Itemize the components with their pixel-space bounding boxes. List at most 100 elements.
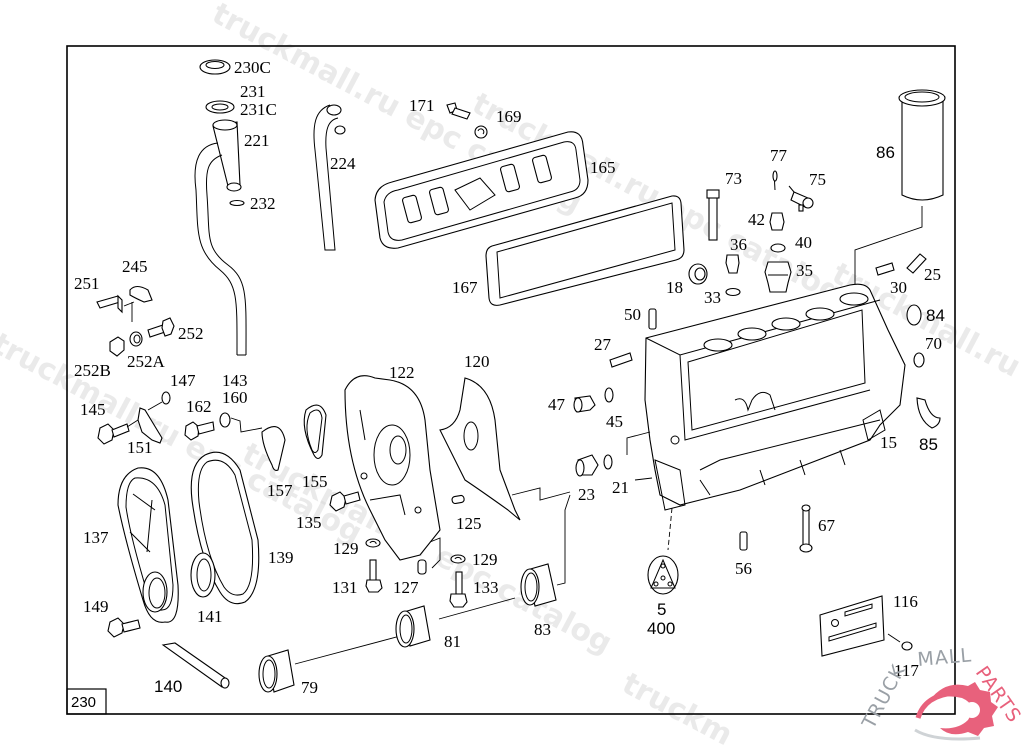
callout-231[interactable]: 231 <box>240 82 266 101</box>
part-18-grommet[interactable] <box>688 263 708 285</box>
callout-231C[interactable]: 231C <box>240 100 277 119</box>
callout-81[interactable]: 81 <box>444 632 461 651</box>
callout-25[interactable]: 25 <box>924 265 941 284</box>
callout-15[interactable]: 15 <box>880 433 897 452</box>
part-23-plug[interactable] <box>575 454 599 477</box>
callout-245[interactable]: 245 <box>122 257 148 276</box>
part-21-oring[interactable] <box>603 454 613 470</box>
part-42-plug[interactable] <box>769 212 785 231</box>
callout-83[interactable]: 83 <box>534 620 551 639</box>
part-40-washer[interactable] <box>770 243 786 253</box>
callout-85[interactable]: 85 <box>919 435 938 454</box>
callout-125[interactable]: 125 <box>456 514 482 533</box>
part-85-seal[interactable] <box>916 397 941 429</box>
part-145-bolt[interactable] <box>97 419 139 445</box>
part-252A-washer[interactable] <box>129 331 143 347</box>
part-169-washer[interactable] <box>474 125 488 139</box>
part-151-bracket[interactable] <box>137 407 163 444</box>
callout-252B[interactable]: 252B <box>74 361 111 380</box>
callout-251[interactable]: 251 <box>74 274 100 293</box>
callout-50[interactable]: 50 <box>624 305 641 324</box>
callout-157[interactable]: 157 <box>267 481 293 500</box>
part-75-fitting[interactable] <box>788 185 814 212</box>
part-171-bolt[interactable] <box>446 102 471 120</box>
callout-167[interactable]: 167 <box>452 278 478 297</box>
callout-45[interactable]: 45 <box>606 412 623 431</box>
part-25-pin[interactable] <box>906 253 927 274</box>
callout-75[interactable]: 75 <box>809 170 826 189</box>
callout-84[interactable]: 84 <box>926 306 945 325</box>
callout-139[interactable]: 139 <box>268 548 294 567</box>
part-224-hose[interactable] <box>313 104 346 251</box>
part-15-engine-block[interactable] <box>644 283 906 511</box>
part-33-washer[interactable] <box>725 287 741 297</box>
part-162-bolt[interactable] <box>184 421 215 441</box>
callout-252[interactable]: 252 <box>178 324 204 343</box>
callout-122[interactable]: 122 <box>389 363 415 382</box>
callout-23[interactable]: 23 <box>578 485 595 504</box>
part-122-timing-case[interactable] <box>344 375 441 561</box>
callout-27[interactable]: 27 <box>594 335 612 354</box>
part-147-washer[interactable] <box>147 391 171 411</box>
callout-70[interactable]: 70 <box>925 334 942 353</box>
callout-224[interactable]: 224 <box>330 154 356 173</box>
part-35-plug[interactable] <box>764 261 792 293</box>
part-36-plug[interactable] <box>725 254 740 274</box>
part-141-seal[interactable] <box>190 552 216 598</box>
callout-79[interactable]: 79 <box>301 678 318 697</box>
part-27-pin[interactable] <box>609 352 633 368</box>
callout-73[interactable]: 73 <box>725 169 742 188</box>
part-79-bearing[interactable] <box>258 634 405 693</box>
callout-5[interactable]: 5 <box>657 600 666 619</box>
part-120-plate[interactable] <box>439 377 571 521</box>
callout-33[interactable]: 33 <box>704 288 721 307</box>
part-81-bearing[interactable] <box>395 597 516 648</box>
callout-77[interactable]: 77 <box>770 146 788 165</box>
part-252B-nut[interactable] <box>109 336 125 357</box>
part-155-gasket[interactable] <box>303 404 327 460</box>
callout-140[interactable]: 140 <box>154 677 182 696</box>
part-133-stud[interactable] <box>449 571 468 608</box>
part-137-cover[interactable] <box>117 467 179 623</box>
callout-40[interactable]: 40 <box>795 233 812 252</box>
callout-141[interactable]: 141 <box>197 607 223 626</box>
callout-171[interactable]: 171 <box>409 96 435 115</box>
callout-21[interactable]: 21 <box>612 478 629 497</box>
part-70-plug[interactable] <box>913 352 925 368</box>
callout-151[interactable]: 151 <box>127 438 153 457</box>
callout-131[interactable]: 131 <box>332 578 358 597</box>
part-252-bolt[interactable] <box>147 317 175 338</box>
part-221-filler-pipe[interactable] <box>194 119 247 356</box>
part-157-gasket[interactable] <box>261 426 286 471</box>
part-230C-cap[interactable] <box>199 59 231 75</box>
callout-133[interactable]: 133 <box>473 578 499 597</box>
callout-230C[interactable]: 230C <box>234 58 271 77</box>
part-131-stud[interactable] <box>365 559 383 593</box>
callout-47[interactable]: 47 <box>548 395 566 414</box>
callout-232[interactable]: 232 <box>250 194 276 213</box>
callout-145[interactable]: 145 <box>80 400 106 419</box>
part-47-plug[interactable] <box>573 395 596 413</box>
callout-129[interactable]: 129 <box>333 539 359 558</box>
callout-155[interactable]: 155 <box>302 472 328 491</box>
part-231-seal[interactable] <box>205 100 235 114</box>
part-116-nameplate[interactable] <box>819 595 901 657</box>
callout-143[interactable]: 143 <box>222 371 248 390</box>
callout-56[interactable]: 56 <box>735 559 752 578</box>
callout-135[interactable]: 135 <box>296 513 322 532</box>
part-5-seal-plate[interactable] <box>647 555 679 595</box>
part-45-oring[interactable] <box>604 387 614 403</box>
callout-30[interactable]: 30 <box>890 278 907 297</box>
callout-149[interactable]: 149 <box>83 597 109 616</box>
part-73-pin[interactable] <box>706 189 720 241</box>
callout-116[interactable]: 116 <box>893 592 918 611</box>
part-149-bolt[interactable] <box>107 617 141 638</box>
part-165-manifold-gasket[interactable] <box>374 131 589 249</box>
callout-86[interactable]: 86 <box>876 143 895 162</box>
part-30-pin[interactable] <box>875 262 895 276</box>
callout-35[interactable]: 35 <box>796 261 813 280</box>
callout-42[interactable]: 42 <box>748 210 765 229</box>
part-84-plug[interactable] <box>906 304 922 326</box>
callout-252A[interactable]: 252A <box>127 352 166 371</box>
callout-400[interactable]: 400 <box>647 619 675 638</box>
